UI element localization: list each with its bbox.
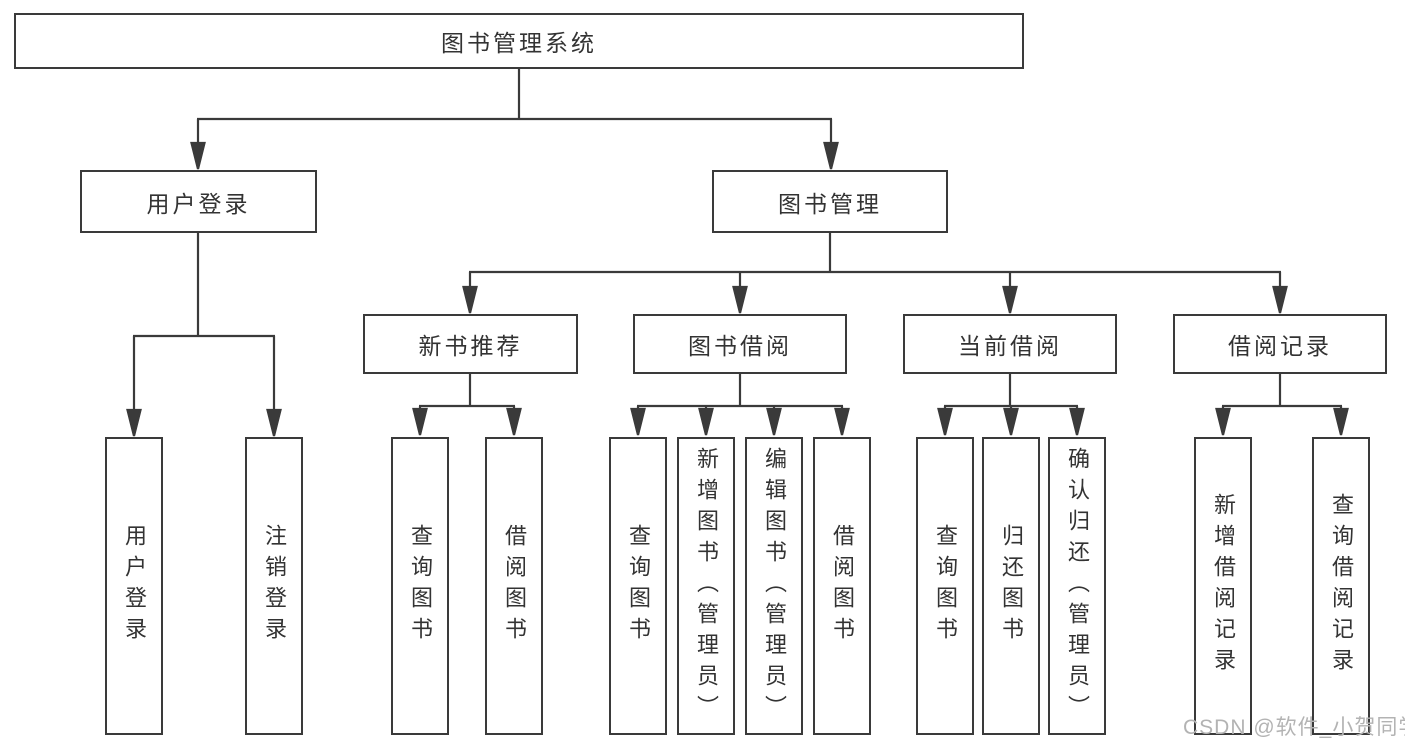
node-book-borrow: 图书借阅 bbox=[633, 314, 847, 374]
node-label: 用户登录 bbox=[146, 190, 251, 217]
node-label: 查询图书 bbox=[408, 524, 433, 648]
leaf-add-borrow-record: 新增借阅记录 bbox=[1194, 437, 1252, 735]
leaf-return-books: 归还图书 bbox=[982, 437, 1040, 735]
node-label: 新书推荐 bbox=[418, 333, 523, 359]
leaf-user-login: 用户登录 bbox=[105, 437, 163, 735]
leaf-logout: 注销登录 bbox=[245, 437, 303, 735]
node-label: 归还图书 bbox=[999, 524, 1024, 648]
node-label: 新增图书（管理员） bbox=[694, 446, 719, 726]
node-label: 新增借阅记录 bbox=[1211, 493, 1236, 679]
node-label: 查询图书 bbox=[626, 524, 651, 648]
leaf-query-books-recommend: 查询图书 bbox=[391, 437, 449, 735]
node-label: 确认归还（管理员） bbox=[1065, 446, 1090, 726]
node-label: 借阅图书 bbox=[830, 524, 855, 648]
node-label: 编辑图书（管理员） bbox=[762, 446, 787, 726]
leaf-query-books-current: 查询图书 bbox=[916, 437, 974, 735]
node-user-login: 用户登录 bbox=[80, 170, 317, 233]
node-root: 图书管理系统 bbox=[14, 13, 1024, 69]
node-borrow-records: 借阅记录 bbox=[1173, 314, 1387, 374]
connector-book-mgmt-to-level3 bbox=[462, 233, 1288, 314]
node-new-book-recommend: 新书推荐 bbox=[363, 314, 578, 374]
leaf-query-books-borrow: 查询图书 bbox=[609, 437, 667, 735]
leaf-edit-books-admin: 编辑图书（管理员） bbox=[745, 437, 803, 735]
connector-records-to-leaves bbox=[1215, 374, 1349, 436]
node-book-mgmt: 图书管理 bbox=[712, 170, 948, 233]
node-label: 注销登录 bbox=[262, 524, 287, 648]
node-current-borrow: 当前借阅 bbox=[903, 314, 1117, 374]
leaf-borrow-books-recommend: 借阅图书 bbox=[485, 437, 543, 735]
node-label: 图书借阅 bbox=[688, 333, 792, 359]
leaf-add-books-admin: 新增图书（管理员） bbox=[677, 437, 735, 735]
leaf-confirm-return-admin: 确认归还（管理员） bbox=[1048, 437, 1106, 735]
connector-borrow-to-leaves bbox=[630, 374, 850, 436]
node-label: 借阅图书 bbox=[502, 524, 527, 648]
node-label: 当前借阅 bbox=[958, 333, 1062, 359]
node-label: 查询借阅记录 bbox=[1329, 493, 1354, 679]
connector-current-to-leaves bbox=[937, 374, 1085, 436]
connector-recommend-to-leaves bbox=[412, 374, 522, 436]
leaf-query-borrow-record: 查询借阅记录 bbox=[1312, 437, 1370, 735]
node-label: 用户登录 bbox=[122, 524, 147, 648]
leaf-borrow-books: 借阅图书 bbox=[813, 437, 871, 735]
node-label: 借阅记录 bbox=[1228, 333, 1332, 359]
node-label: 图书管理系统 bbox=[441, 30, 597, 56]
connector-user-login-to-leaves bbox=[126, 233, 282, 437]
node-label: 图书管理 bbox=[778, 190, 882, 217]
connector-root-to-level2 bbox=[190, 68, 839, 170]
watermark: CSDN @软件_小贺同学 bbox=[1183, 716, 1405, 739]
node-label: 查询图书 bbox=[933, 524, 958, 648]
